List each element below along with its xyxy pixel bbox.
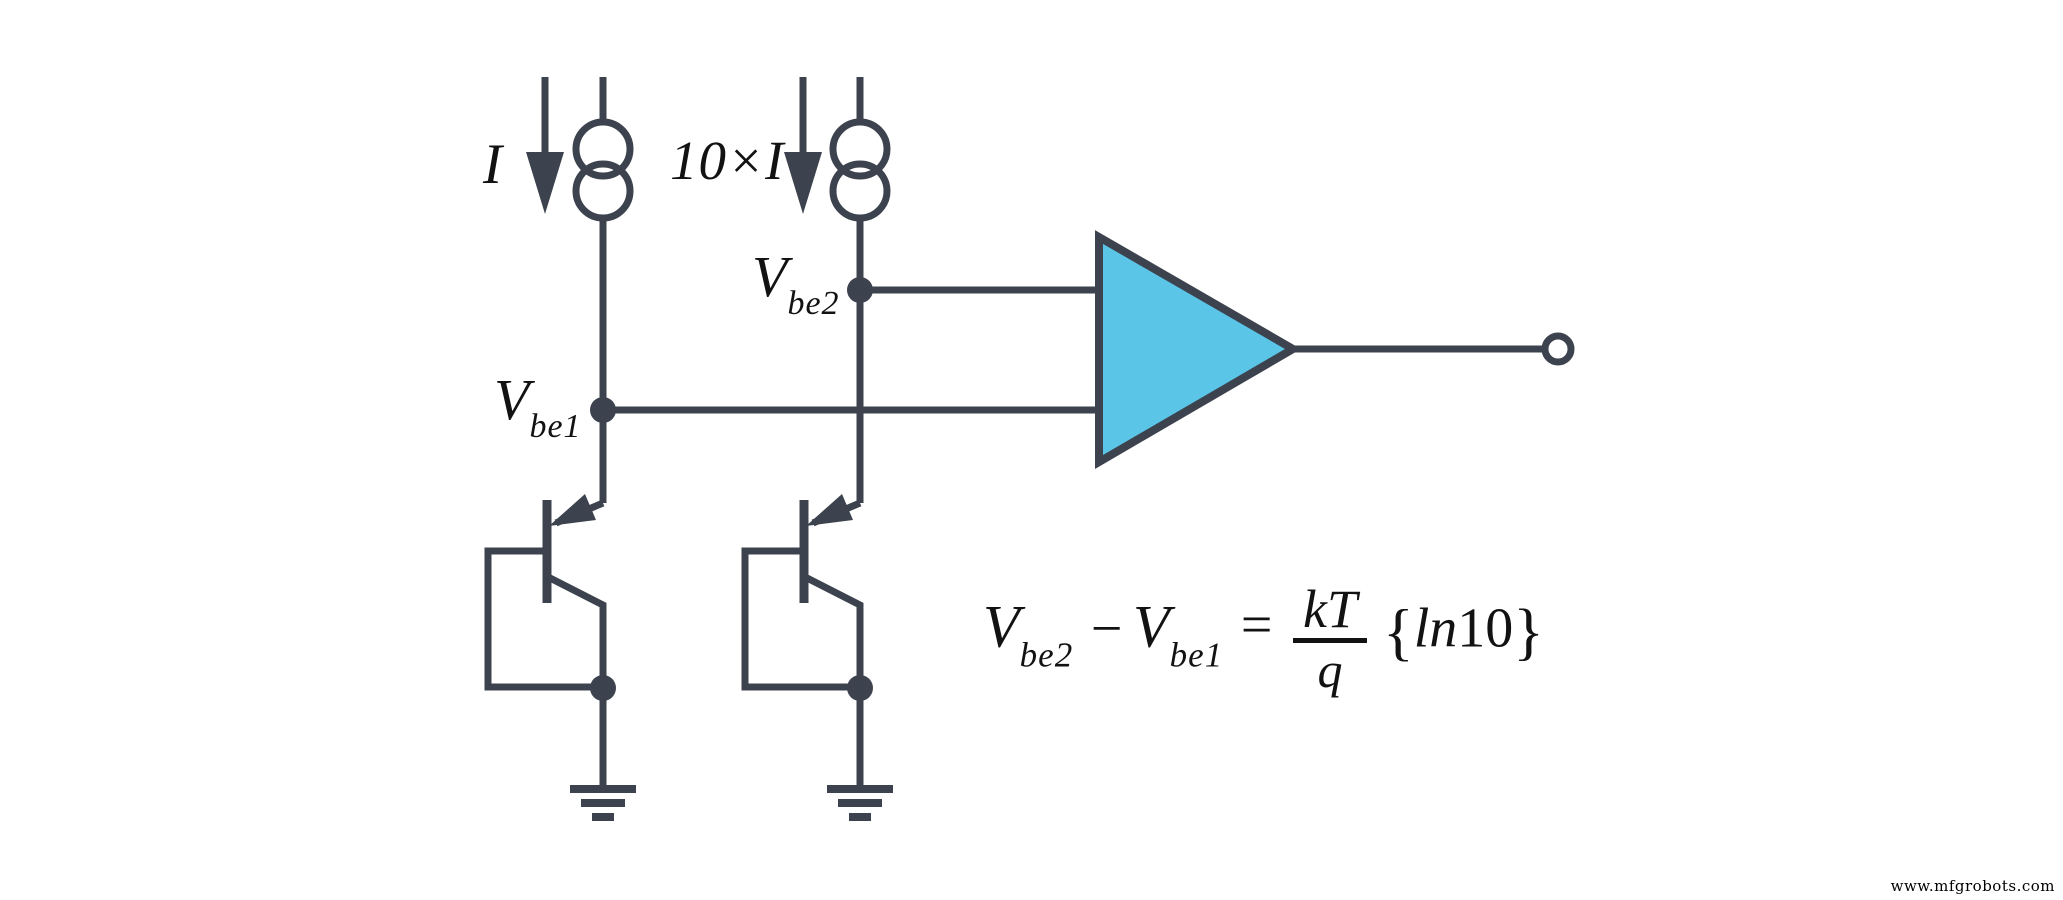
vbe1-label-sub: be1 [529, 408, 582, 445]
vbe2-label-base: V [752, 244, 788, 309]
equation-open-brace: { [1383, 595, 1414, 667]
current-source-2-label: 10×I [670, 130, 785, 191]
vbe1-label-base: V [494, 367, 530, 432]
current-source-1-label: I [483, 133, 502, 196]
current-arrow-2-head [784, 152, 822, 214]
q2-base-feedback-wire [741, 547, 860, 691]
vbe1-label: Vbe1 [494, 371, 582, 444]
equation-fraction-rule [1293, 637, 1367, 643]
equation-vbe2-base: V [983, 593, 1020, 660]
equation-fraction-numerator: kT [1303, 579, 1357, 639]
node-vbe1 [590, 397, 616, 423]
opamp-triangle-icon [1095, 230, 1301, 469]
current-source-1 [526, 77, 634, 410]
equation-vbe2-sub: be2 [1019, 635, 1074, 675]
equation-fraction-denominator: q [1317, 641, 1343, 698]
current-source-1-circle-top [572, 118, 634, 180]
q1-collector-wire [548, 574, 607, 687]
ground-1-icon [570, 688, 636, 821]
transistor-q2 [741, 290, 873, 701]
current-source-1-circle-bottom [572, 160, 634, 222]
current-arrow-1-head [526, 152, 564, 214]
equation-argument: 10 [1457, 597, 1514, 660]
node-vbe2 [847, 277, 873, 303]
q1-base-feedback-wire [484, 547, 603, 691]
equation-ln: ln [1413, 597, 1458, 660]
vbe2-label: Vbe2 [752, 248, 840, 321]
watermark: www.mfgrobots.com [1890, 877, 2055, 895]
q1-emitter-arrow-icon [549, 494, 596, 526]
output-terminal-icon [1541, 332, 1575, 366]
equation-vbe1-sub: be1 [1169, 635, 1224, 675]
current-source-2-circle-bottom [829, 160, 891, 222]
current-source-2-circle-top [829, 118, 891, 180]
q2-emitter-arrow-icon [806, 494, 853, 526]
equation-vbe1-base: V [1133, 593, 1170, 660]
opamp [1095, 230, 1575, 469]
equation-minus-sign: − [1087, 597, 1125, 660]
q2-collector-wire [805, 574, 864, 687]
vbe2-label-sub: be2 [787, 285, 840, 322]
equation-close-brace: } [1513, 595, 1544, 667]
current-source-2 [784, 77, 891, 290]
equation-equals-sign: = [1237, 593, 1275, 656]
transistor-q1 [484, 410, 616, 701]
ground-2-icon [827, 688, 893, 821]
